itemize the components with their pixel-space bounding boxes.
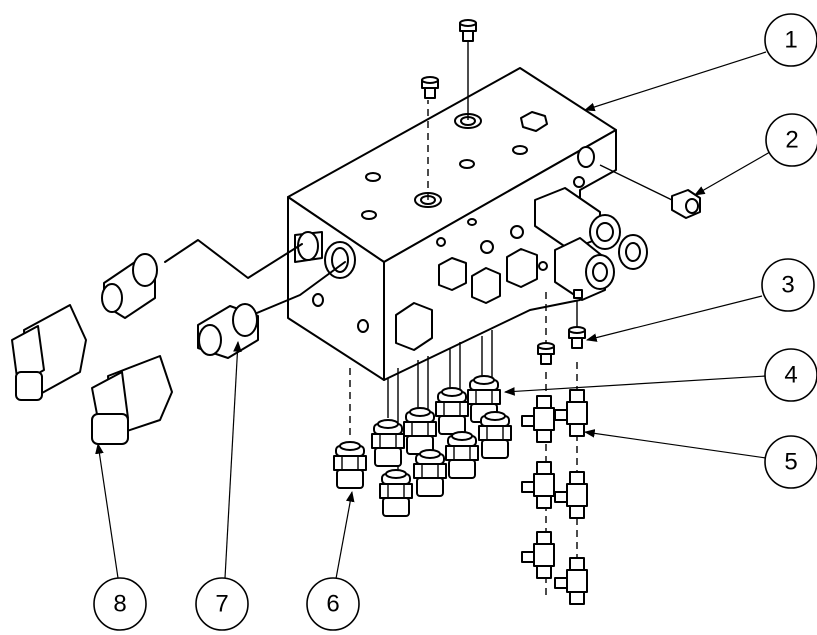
callout-label: 1 — [784, 27, 797, 54]
elbow-fitting-upper — [11, 239, 303, 401]
callout-label: 5 — [784, 449, 797, 476]
callout-6: 6 — [306, 577, 360, 631]
elbow-fitting-lower — [91, 261, 346, 445]
tee-fittings — [521, 362, 588, 605]
callout-5: 5 — [764, 435, 817, 489]
callout-label: 3 — [781, 272, 794, 299]
manifold-block — [287, 67, 648, 381]
callout-4: 4 — [764, 348, 817, 402]
callout-label: 7 — [215, 591, 228, 618]
callout-2: 2 — [765, 113, 817, 167]
callout-1: 1 — [764, 13, 817, 67]
callout-label: 2 — [785, 127, 798, 154]
callout-8: 8 — [93, 577, 147, 631]
top-plugs — [421, 19, 477, 200]
leader-lines — [95, 51, 771, 585]
callout-7: 7 — [195, 577, 249, 631]
callout-label: 4 — [784, 362, 797, 389]
callout-label: 8 — [113, 591, 126, 618]
side-plug — [599, 164, 701, 219]
cartridge-valve-lower — [554, 237, 615, 301]
callout-3: 3 — [761, 258, 815, 312]
callout-label: 6 — [326, 591, 339, 618]
cartridge-valve-upper — [534, 187, 648, 270]
